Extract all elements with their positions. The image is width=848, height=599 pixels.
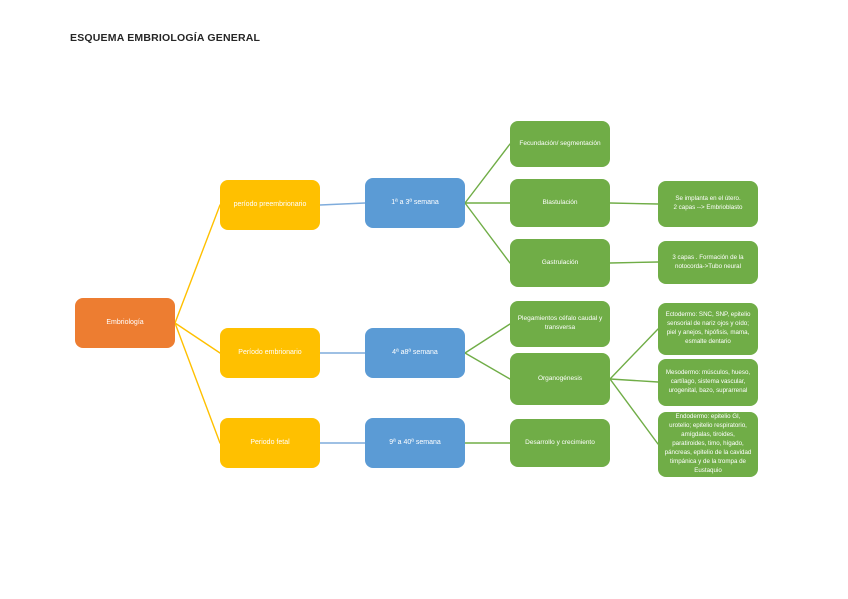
node-blastulacion: Blastulación [510, 179, 610, 227]
node-semana-1-3: 1ª a 3ª semana [365, 178, 465, 228]
node-semana-4-8: 4ª a8ª semana [365, 328, 465, 378]
connector-semana13-fecundacion [464, 143, 511, 204]
node-ectodermo-detalle: Ectodermo: SNC, SNP, epitelio sensorial … [658, 303, 758, 355]
connector-organogenesis-endodermo [609, 378, 659, 445]
connector-preembrionario-semana13 [319, 202, 366, 206]
node-tres-capas-detalle: 3 capas . Formación de la notocorda->Tub… [658, 241, 758, 284]
connector-embriologia-embrionario [174, 322, 221, 354]
connector-semana48-plegamientos [464, 323, 511, 354]
connector-embriologia-fetal [174, 322, 221, 444]
node-desarrollo-crecimiento: Desarrollo y crecimiento [510, 419, 610, 467]
connector-organogenesis-ectodermo [609, 328, 659, 380]
node-fecundacion-segmentacion: Fecundación/ segmentación [510, 121, 610, 167]
node-mesodermo-detalle: Mesodermo: músculos, hueso, cartílago, s… [658, 359, 758, 406]
connector-semana48-organogenesis [464, 352, 511, 380]
connector-semana13-gastrulacion [464, 202, 511, 264]
node-implantacion-detalle: Se implanta en el útero. 2 capas --> Emb… [658, 181, 758, 227]
connector-embriologia-preembrionario [174, 204, 221, 324]
node-endodermo-detalle: Endodermo: epitelio GI, urotelio; epitel… [658, 412, 758, 477]
node-periodo-fetal: Periodo fetal [220, 418, 320, 468]
connector-gastrulacion-trescapas [609, 261, 659, 264]
connector-blastulacion-implantacion [609, 202, 659, 205]
node-semana-9-40: 9ª a 40ª semana [365, 418, 465, 468]
page-title: ESQUEMA EMBRIOLOGÍA GENERAL [70, 32, 261, 44]
node-gastrulacion: Gastrulación [510, 239, 610, 287]
node-periodo-preembrionario: período preembrionario [220, 180, 320, 230]
connector-organogenesis-mesodermo [609, 378, 659, 383]
node-organogenesis: Organogénesis [510, 353, 610, 405]
node-embriologia: Embriología [75, 298, 175, 348]
node-plegamientos: Plegamientos céfalo caudal y transversa [510, 301, 610, 347]
node-periodo-embrionario: Período embrionario [220, 328, 320, 378]
